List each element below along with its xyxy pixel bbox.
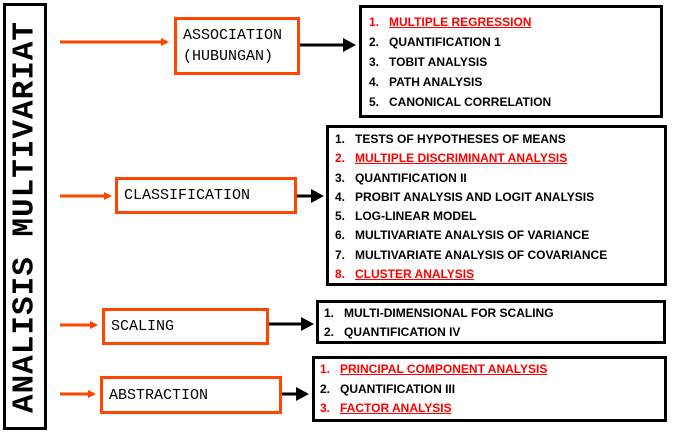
list-item: 5.LOG-LINEAR MODEL <box>335 209 477 224</box>
item-text: CANONICAL CORRELATION <box>389 95 552 109</box>
list-classification: 1.TESTS OF HYPOTHESES OF MEANS 2.MULTIPL… <box>326 125 667 286</box>
list-item: 1.PRINCIPAL COMPONENT ANALYSIS <box>320 362 548 376</box>
item-text: MULTIVARIATE ANALYSIS OF COVARIANCE <box>355 247 608 262</box>
item-text: MULTIVARIATE ANALYSIS OF VARIANCE <box>355 228 590 243</box>
item-text: QUANTIFICATION 1 <box>389 35 501 49</box>
arrow-association-out-head <box>343 38 356 52</box>
list-item: 6.MULTIVARIATE ANALYSIS OF VARIANCE <box>335 228 590 243</box>
arrow-abstraction-out-head <box>296 387 309 401</box>
category-association-label: ASSOCIATION (HUBUNGAN) <box>177 25 282 67</box>
item-text: QUANTIFICATION II <box>355 170 467 185</box>
category-abstraction-label: ABSTRACTION <box>109 386 209 404</box>
list-item: 1.TESTS OF HYPOTHESES OF MEANS <box>335 132 566 146</box>
category-classification-label: CLASSIFICATION <box>124 187 251 204</box>
item-text: MULTIPLE REGRESSION <box>389 15 532 29</box>
list-abstraction: 1.PRINCIPAL COMPONENT ANALYSIS 2.QUANTIF… <box>312 356 667 422</box>
category-association-line2: (HUBUNGAN) <box>183 48 274 65</box>
list-item: 4.PATH ANALYSIS <box>369 75 483 89</box>
item-text: PROBIT ANALYSIS AND LOGIT ANALYSIS <box>355 189 595 204</box>
item-text: FACTOR ANALYSIS <box>340 401 452 415</box>
list-item: 2.QUANTIFICATION III <box>320 381 456 396</box>
category-association-line1: ASSOCIATION <box>183 27 283 44</box>
list-association: 1.MULTIPLE REGRESSION 2.QUANTIFICATION 1… <box>359 5 663 118</box>
category-scaling-label: SCALING <box>111 318 175 335</box>
category-abstraction: ABSTRACTION <box>100 376 282 414</box>
item-text: PATH ANALYSIS <box>389 75 483 89</box>
item-text: TOBIT ANALYSIS <box>389 55 488 69</box>
category-association: ASSOCIATION (HUBUNGAN) <box>174 17 300 75</box>
list-item: 3.TOBIT ANALYSIS <box>369 55 488 69</box>
list-item: 4.PROBIT ANALYSIS AND LOGIT ANALYSIS <box>335 189 595 204</box>
item-text: QUANTIFICATION IV <box>344 325 461 339</box>
list-item: 8.CLUSTER ANALYSIS <box>335 267 475 282</box>
arrow-classification-out-head <box>311 189 324 203</box>
arrow-scaling-out-head <box>301 317 314 331</box>
list-item: 3.QUANTIFICATION II <box>335 170 467 185</box>
item-text: CLUSTER ANALYSIS <box>355 267 475 282</box>
main-title-box: ANALISIS MULTIVARIAT <box>3 3 47 430</box>
list-item: 1.MULTIPLE REGRESSION <box>369 15 532 29</box>
list-item: 2.QUANTIFICATION IV <box>324 325 461 339</box>
item-text: PRINCIPAL COMPONENT ANALYSIS <box>340 362 548 376</box>
list-item: 1.MULTI-DIMENSIONAL FOR SCALING <box>324 306 554 320</box>
item-text: MULTI-DIMENSIONAL FOR SCALING <box>344 306 554 320</box>
item-text: TESTS OF HYPOTHESES OF MEANS <box>355 132 566 146</box>
list-scaling: 1.MULTI-DIMENSIONAL FOR SCALING 2.QUANTI… <box>316 300 666 344</box>
list-item: 5.CANONICAL CORRELATION <box>369 95 552 109</box>
item-text: MULTIPLE DISCRIMINANT ANALYSIS <box>355 151 568 166</box>
list-item: 7.MULTIVARIATE ANALYSIS OF COVARIANCE <box>335 247 608 262</box>
category-classification: CLASSIFICATION <box>115 177 297 214</box>
list-item: 2.MULTIPLE DISCRIMINANT ANALYSIS <box>335 151 568 166</box>
list-item: 3.FACTOR ANALYSIS <box>320 401 452 415</box>
item-text: LOG-LINEAR MODEL <box>355 209 477 224</box>
list-item: 2.QUANTIFICATION 1 <box>369 35 501 49</box>
category-scaling: SCALING <box>102 308 269 345</box>
item-text: QUANTIFICATION III <box>340 381 456 396</box>
